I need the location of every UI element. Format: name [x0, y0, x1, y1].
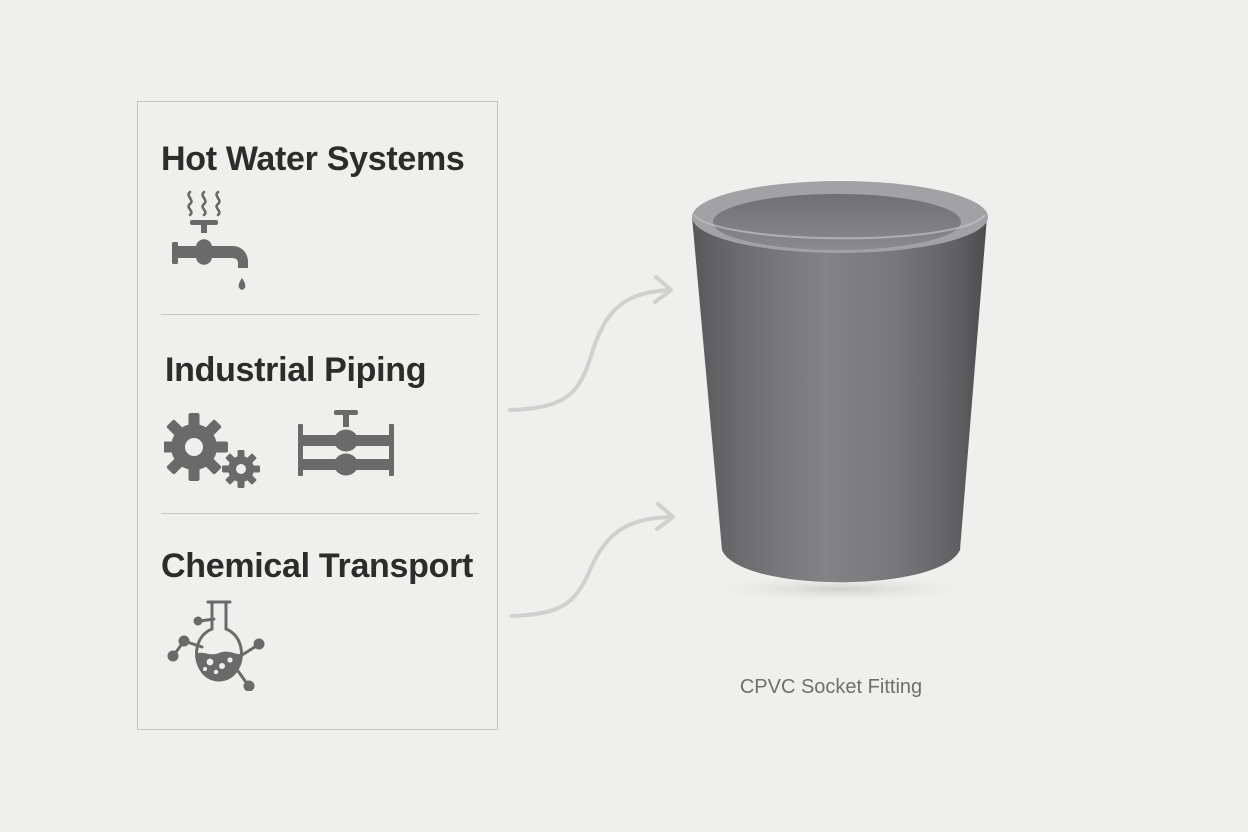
application-title: Hot Water Systems [161, 140, 465, 178]
application-industrial-piping: Industrial Piping [138, 314, 497, 513]
product-caption: CPVC Socket Fitting [739, 676, 923, 698]
application-chemical-transport: Chemical Transport [138, 513, 497, 729]
section-divider [161, 513, 479, 514]
application-title: Chemical Transport [161, 547, 474, 585]
gears-icon [164, 413, 260, 488]
arrow-industrial-to-fitting [508, 288, 672, 412]
arrowhead-upper [653, 275, 673, 304]
pipe-valve-icon [298, 410, 394, 476]
cpvc-socket-fitting-illustration [690, 181, 990, 603]
arrow-chemical-to-fitting [510, 515, 674, 618]
section-divider [161, 314, 479, 315]
chemical-flask-icon [167, 600, 265, 691]
application-hot-water-systems: Hot Water Systems [138, 102, 497, 314]
arrowhead-lower [655, 502, 675, 531]
faucet-with-steam-icon [172, 190, 248, 290]
application-title: Industrial Piping [165, 351, 427, 389]
applications-panel: Hot Water Systems Industrial Piping [137, 101, 498, 730]
